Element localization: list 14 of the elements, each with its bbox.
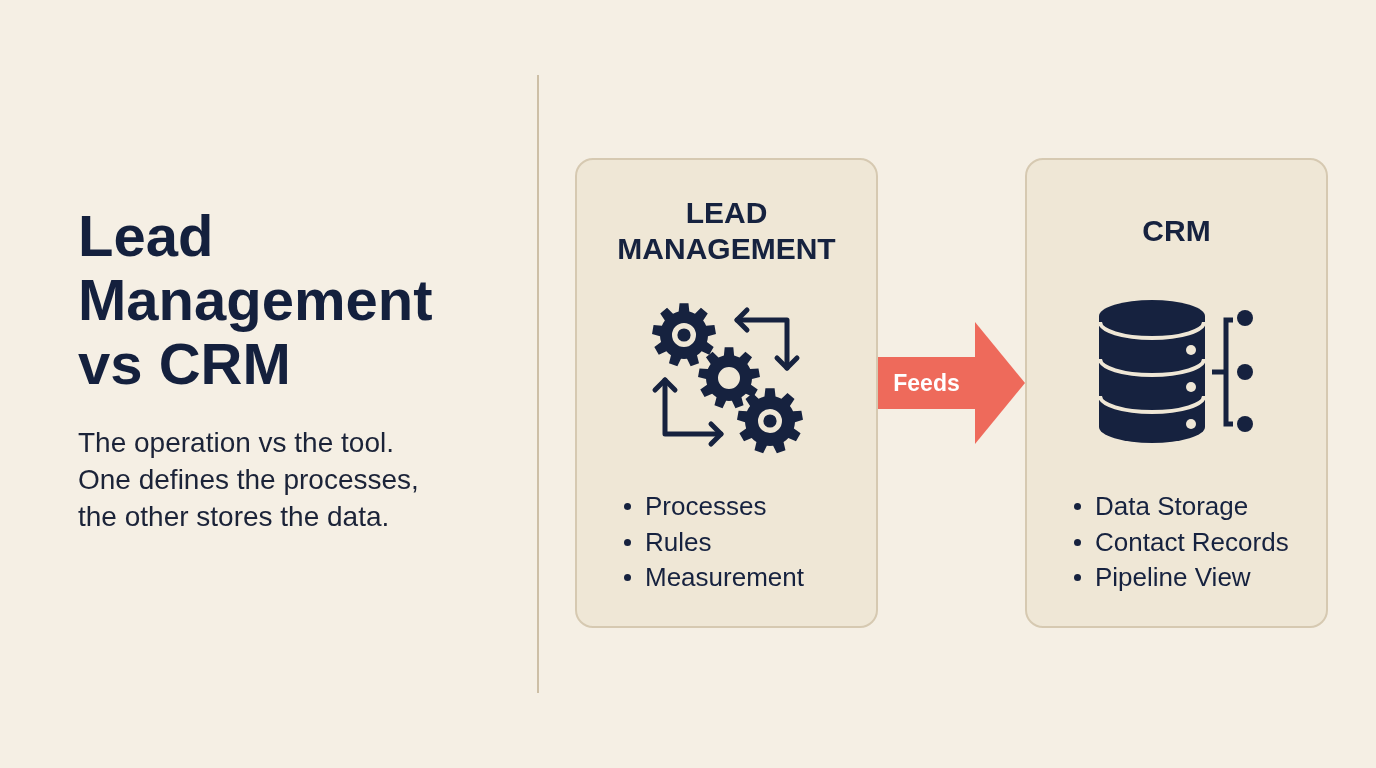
subtitle: The operation vs the tool. One defines the processes, the other stores the data. xyxy=(78,426,420,534)
card-heading: CRM xyxy=(1142,213,1211,249)
list-item: Measurement xyxy=(645,562,804,594)
list-item: Contact Records xyxy=(1095,526,1289,558)
list-item: Rules xyxy=(645,526,712,558)
list-item: Pipeline View xyxy=(1095,562,1251,594)
card-heading: LEAD MANAGEMENT xyxy=(616,195,837,267)
edge-label: Feeds xyxy=(893,369,960,397)
card xyxy=(1025,158,1328,628)
list-item: Processes xyxy=(645,491,767,523)
list-item: Data Storage xyxy=(1095,491,1249,523)
card xyxy=(575,158,878,628)
arrow xyxy=(878,322,1025,444)
title: Lead Management vs CRM xyxy=(78,204,434,396)
